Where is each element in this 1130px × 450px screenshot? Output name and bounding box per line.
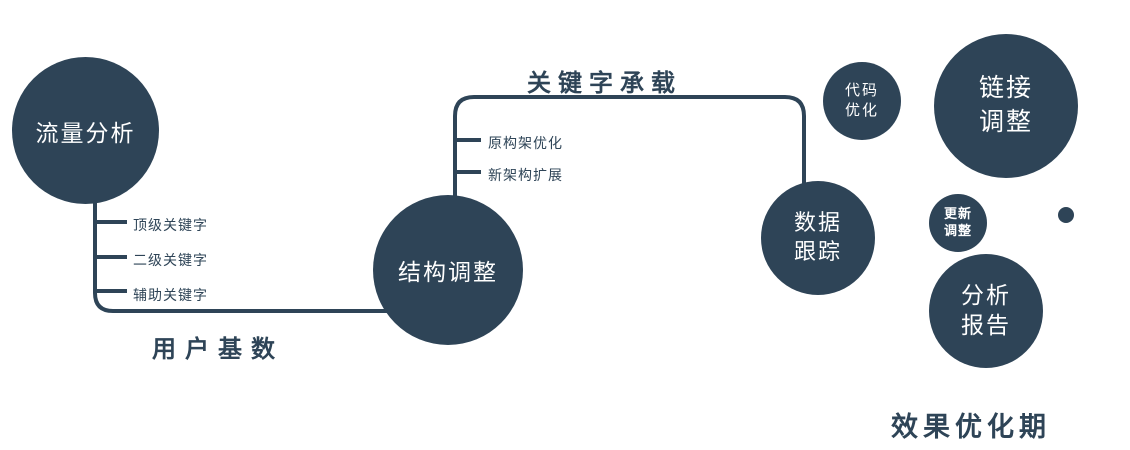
edge-label-keyword-carry: 关键字承载 (527, 70, 682, 97)
node-code-optimize-line1: 代码 (844, 81, 879, 99)
node-data-tracking-line2: 跟踪 (793, 239, 842, 264)
caption-effect-optimization-period: 效果优化期 (891, 412, 1051, 442)
branch-label-aux-keywords: 辅助关键字 (133, 287, 208, 303)
node-code-optimize: 代码 优化 (823, 62, 901, 140)
branch-label-second-keywords: 二级关键字 (133, 252, 208, 268)
node-link-adjust-line2: 调整 (978, 108, 1033, 136)
branch-label-new-arch: 新架构扩展 (488, 167, 563, 183)
node-traffic-analysis-label: 流量分析 (35, 119, 136, 146)
node-update-adjust-line2: 调整 (943, 223, 972, 238)
node-data-tracking-line1: 数据 (793, 210, 842, 236)
node-traffic-analysis: 流量分析 (12, 57, 159, 204)
node-dot-marker (1058, 207, 1074, 223)
node-link-adjust: 链接 调整 (934, 34, 1078, 178)
node-analysis-report-line2: 报告 (961, 312, 1011, 338)
branch-label-original-arch: 原构架优化 (488, 135, 563, 151)
node-analysis-report-line1: 分析 (961, 282, 1011, 309)
node-structure-adjust: 结构调整 (373, 195, 523, 345)
node-link-adjust-line1: 链接 (978, 74, 1033, 103)
branch-label-top-keywords: 顶级关键字 (133, 217, 208, 233)
edge-structure-to-tracking (453, 95, 806, 204)
edge-label-user-base: 用户基数 (152, 336, 284, 363)
node-analysis-report: 分析 报告 (929, 254, 1043, 368)
edge-traffic-to-structure (93, 196, 392, 313)
node-structure-adjust-label: 结构调整 (398, 259, 498, 285)
node-update-adjust: 更新 调整 (929, 194, 987, 252)
node-data-tracking: 数据 跟踪 (761, 181, 875, 295)
node-code-optimize-line2: 优化 (844, 102, 879, 119)
node-update-adjust-line1: 更新 (943, 206, 972, 222)
